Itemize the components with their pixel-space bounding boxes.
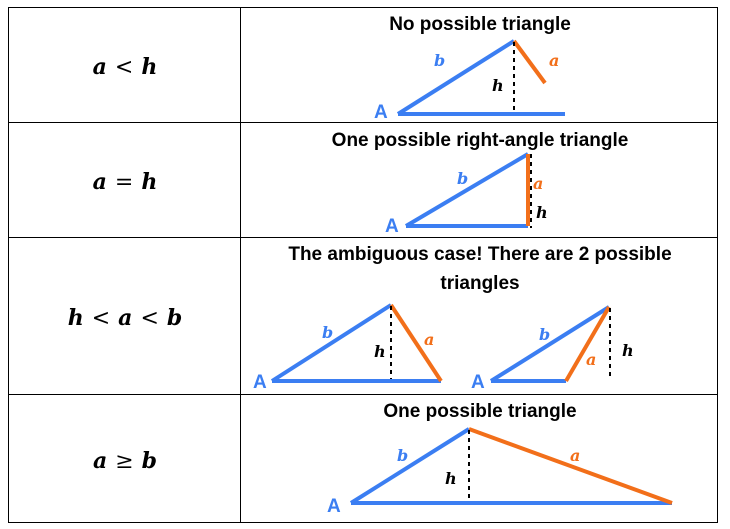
condition-h-less-a-less-b: h<a<b [68, 305, 183, 331]
height-label: h [492, 76, 504, 95]
side-b-label: b [539, 325, 550, 344]
side-a [564, 305, 611, 383]
triangle-right: A b a h [471, 305, 634, 393]
row-2: a=h One possible right-angle triangle A … [93, 130, 629, 237]
side-b-label: b [397, 446, 408, 465]
side-a-label: a [586, 350, 596, 369]
row-4-title: One possible triangle [383, 401, 576, 422]
row-3-title-line-1: The ambiguous case! There are 2 possible [288, 244, 671, 265]
side-b [396, 39, 516, 116]
table-grid [8, 7, 718, 523]
row-4: a≥b One possible triangle A b a h [93, 401, 673, 517]
row-1-title: No possible triangle [389, 14, 571, 35]
side-a-label: a [424, 330, 434, 349]
side-b-label: b [322, 323, 333, 342]
vertex-A-label: A [385, 216, 399, 237]
row-2-title: One possible right-angle triangle [332, 130, 629, 151]
vertex-A-label: A [253, 372, 267, 393]
height-label: h [374, 342, 386, 361]
row-3-title-line-2: triangles [440, 273, 519, 294]
side-b [349, 427, 471, 505]
side-a-label: a [570, 446, 580, 465]
vertex-A-label: A [374, 102, 388, 123]
height-label: h [536, 203, 548, 222]
row-1: a<h No possible triangle A b a h [93, 14, 571, 123]
row-3: h<a<b The ambiguous case! There are 2 po… [68, 244, 672, 393]
side-a-label: a [533, 174, 543, 193]
condition-a-less-than-h: a<h [93, 54, 158, 80]
side-a-label: a [549, 51, 559, 70]
condition-a-equals-h: a=h [93, 169, 158, 195]
condition-a-geq-b: a≥b [93, 448, 157, 474]
side-b [489, 305, 611, 383]
side-b [270, 303, 393, 383]
side-a [512, 39, 547, 85]
side-b [404, 152, 530, 228]
side-b-label: b [457, 169, 468, 188]
height-label: h [622, 341, 634, 360]
side-a [468, 427, 673, 505]
vertex-A-label: A [471, 372, 485, 393]
vertex-A-label: A [327, 496, 341, 517]
height-label: h [445, 469, 457, 488]
side-b-label: b [434, 51, 445, 70]
side-a [389, 303, 443, 383]
triangle-left: A b a h [253, 303, 443, 393]
